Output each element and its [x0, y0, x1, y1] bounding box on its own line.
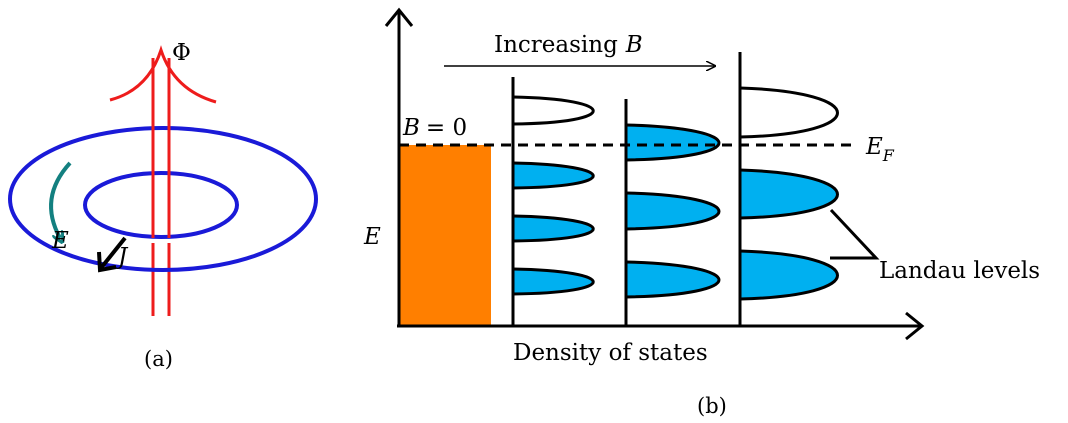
continuum-dos	[399, 145, 491, 326]
current-arrow-head	[97, 251, 117, 273]
landau-column-1	[512, 95, 595, 296]
landau-column-2	[625, 123, 721, 299]
energy-axis-arrowhead	[384, 7, 414, 27]
fermi-symbol: E	[865, 134, 883, 160]
energy-axis-label: E	[363, 224, 381, 250]
landau-column-3	[739, 86, 839, 301]
flux-symbol: Φ	[172, 40, 191, 66]
increasing-label-text: Increasing	[494, 32, 618, 58]
landau-level	[512, 214, 595, 243]
landau-level	[739, 168, 839, 220]
b-zero-symbol: B	[402, 115, 420, 141]
dos-axis-label: Density of states	[513, 340, 708, 366]
torus-inner-ring	[83, 171, 239, 239]
panel-a: Φ E J (a)	[8, 40, 318, 371]
field-arrow	[49, 161, 72, 238]
fermi-label: EF	[865, 134, 895, 165]
landau-level	[512, 267, 595, 296]
b-zero-label: B= 0	[402, 115, 467, 141]
torus-outer-ring	[8, 126, 318, 272]
current-symbol: J	[114, 244, 129, 270]
increasing-b-symbol: B	[625, 32, 643, 58]
landau-level	[739, 249, 839, 301]
landau-level	[739, 86, 839, 139]
b-zero-value: = 0	[426, 115, 467, 141]
caption-a: (a)	[144, 347, 173, 371]
landau-level	[625, 191, 721, 231]
landau-level	[512, 95, 595, 126]
increasing-b-label: Increasing B	[494, 32, 643, 58]
landau-pointer	[829, 208, 880, 260]
landau-level	[512, 161, 595, 190]
dos-axis-arrowhead	[905, 311, 925, 341]
flux-flare	[109, 45, 217, 104]
current-arrow	[99, 236, 127, 270]
landau-level	[625, 260, 721, 299]
field-symbol: E	[51, 228, 69, 254]
landau-levels-label: Landau levels	[879, 258, 1040, 284]
fermi-subscript: F	[882, 146, 895, 165]
landau-level	[625, 123, 721, 162]
caption-b: (b)	[697, 394, 727, 418]
